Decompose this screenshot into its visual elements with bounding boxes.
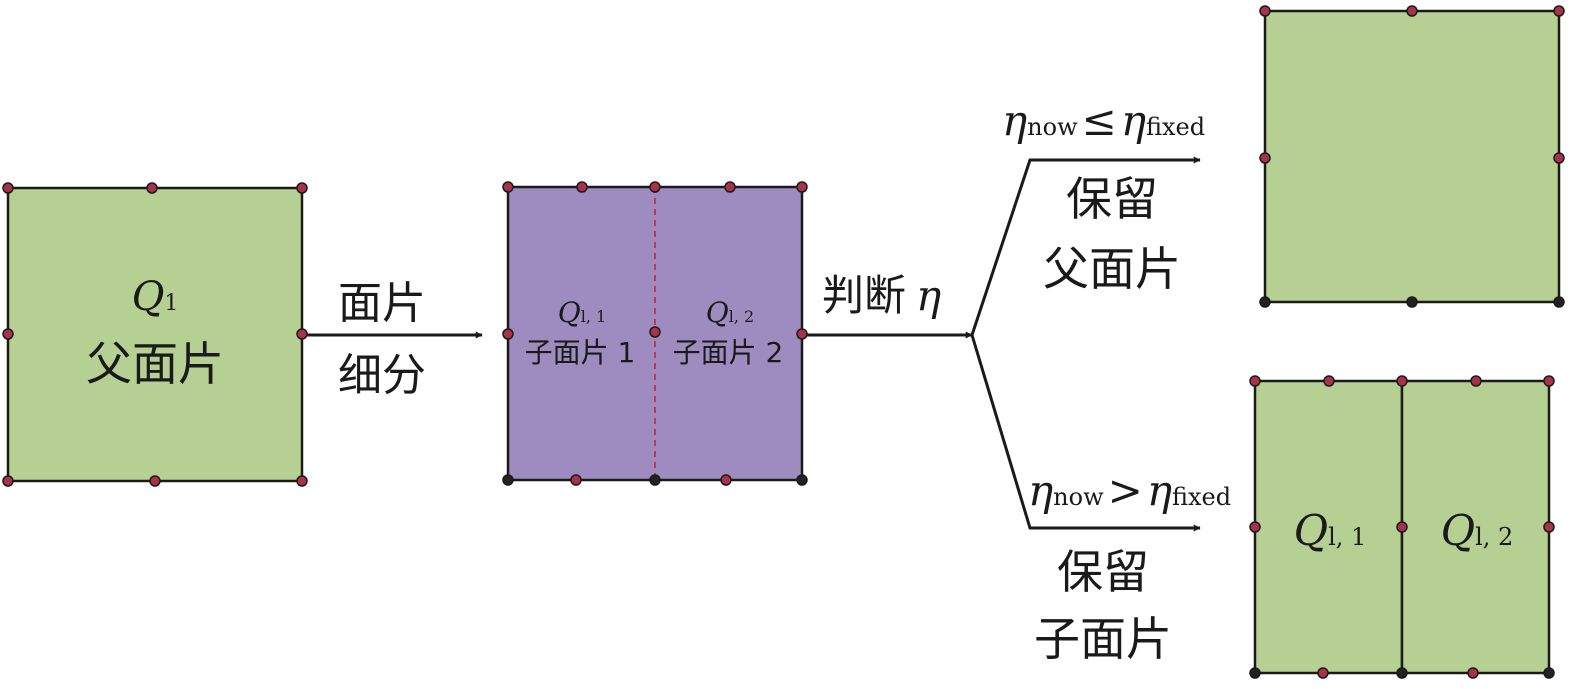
result-c1-q: Q [1294, 506, 1328, 555]
upper-eta-fixed: η [1121, 96, 1146, 145]
judge-eta: η [916, 271, 941, 320]
child1-q: Q [558, 296, 581, 329]
node [724, 181, 736, 193]
node [502, 474, 514, 486]
node [146, 182, 158, 194]
node [1553, 152, 1565, 164]
node [1553, 5, 1565, 17]
child1-label: 子面片 1 [525, 336, 636, 369]
lower-sub-now: now [1053, 483, 1104, 511]
lower-sub-fixed: fixed [1172, 483, 1231, 511]
node [149, 475, 161, 487]
lower-branch-arrow [970, 334, 1201, 532]
node [2, 182, 14, 194]
child1-q-sub: l, 1 [581, 307, 606, 326]
node [1249, 667, 1261, 679]
node [796, 328, 808, 340]
node [502, 181, 514, 193]
node [1396, 375, 1408, 387]
upper-sub-fixed: fixed [1146, 113, 1205, 141]
result-parent-rect [1263, 9, 1561, 304]
child2-label: 子面片 2 [673, 336, 784, 369]
child2-q: Q [706, 296, 729, 329]
node [1249, 521, 1261, 533]
judge-text: 判断 [822, 271, 906, 320]
upper-condition: ηnow≤ηfixed 保留 父面片 [1002, 96, 1205, 296]
upper-action-line2: 父面片 [1043, 242, 1181, 296]
result-parent-patch [1263, 9, 1561, 304]
node [1259, 296, 1271, 308]
lower-action-line1: 保留 [1057, 545, 1149, 599]
result-c1-sub: l, 1 [1328, 523, 1366, 551]
node [296, 328, 308, 340]
upper-op: ≤ [1082, 96, 1117, 145]
node [649, 181, 661, 193]
node [649, 474, 661, 486]
upper-action-line1: 保留 [1066, 172, 1158, 226]
node [1249, 375, 1261, 387]
node [1323, 375, 1335, 387]
node [2, 328, 14, 340]
parent-q: Q [132, 274, 165, 320]
subdivide-label-line2: 细分 [338, 350, 426, 401]
node [296, 475, 308, 487]
node [1396, 667, 1408, 679]
node [796, 181, 808, 193]
parent-patch: Q1 父面片 [6, 186, 304, 483]
node [1543, 521, 1555, 533]
parent-patch-symbol: Q1 [132, 274, 179, 320]
result-c2-q: Q [1441, 506, 1475, 555]
node [1543, 375, 1555, 387]
subdivided-patch: Ql, 1 子面片 1 Ql, 2 子面片 2 [506, 185, 804, 482]
node [570, 474, 582, 486]
lower-eta-fixed: η [1147, 466, 1172, 515]
result-c2-sub: l, 2 [1475, 523, 1513, 551]
node [1406, 5, 1418, 17]
lower-op: > [1108, 466, 1143, 515]
lower-condition: ηnow>ηfixed 保留 子面片 [1028, 466, 1231, 666]
parent-q-sub: 1 [164, 291, 178, 316]
node-markers [2, 5, 1565, 679]
upper-eta-now: η [1002, 96, 1027, 145]
parent-patch-rect [6, 186, 304, 483]
subdivide-label-line1: 面片 [338, 278, 426, 329]
node [1259, 5, 1271, 17]
result-child2-symbol: Ql, 2 [1441, 506, 1514, 555]
node [1259, 152, 1271, 164]
node [502, 328, 514, 340]
node [796, 474, 808, 486]
child1-symbol: Ql, 1 [558, 296, 606, 329]
subdivide-step: 面片 细分 [302, 278, 483, 401]
child2-q-sub: l, 2 [729, 307, 754, 326]
node [1470, 375, 1482, 387]
upper-branch-arrow [970, 156, 1201, 336]
node [1406, 296, 1418, 308]
node [1543, 667, 1555, 679]
node [296, 182, 308, 194]
lower-eta-now: η [1028, 466, 1053, 515]
node [2, 475, 14, 487]
node [1467, 667, 1479, 679]
node [1396, 521, 1408, 533]
lower-action-line2: 子面片 [1034, 612, 1172, 666]
parent-patch-label: 父面片 [86, 337, 224, 391]
result-children-patch: Ql, 1 Ql, 2 [1253, 379, 1551, 675]
upper-condition-expr: ηnow≤ηfixed [1002, 96, 1205, 145]
child2-symbol: Ql, 2 [706, 296, 754, 329]
result-child1-symbol: Ql, 1 [1294, 506, 1367, 555]
upper-sub-now: now [1027, 113, 1078, 141]
node [1317, 667, 1329, 679]
node [720, 474, 732, 486]
node [576, 181, 588, 193]
lower-condition-expr: ηnow>ηfixed [1028, 466, 1231, 515]
node [649, 326, 661, 338]
node [1553, 296, 1565, 308]
